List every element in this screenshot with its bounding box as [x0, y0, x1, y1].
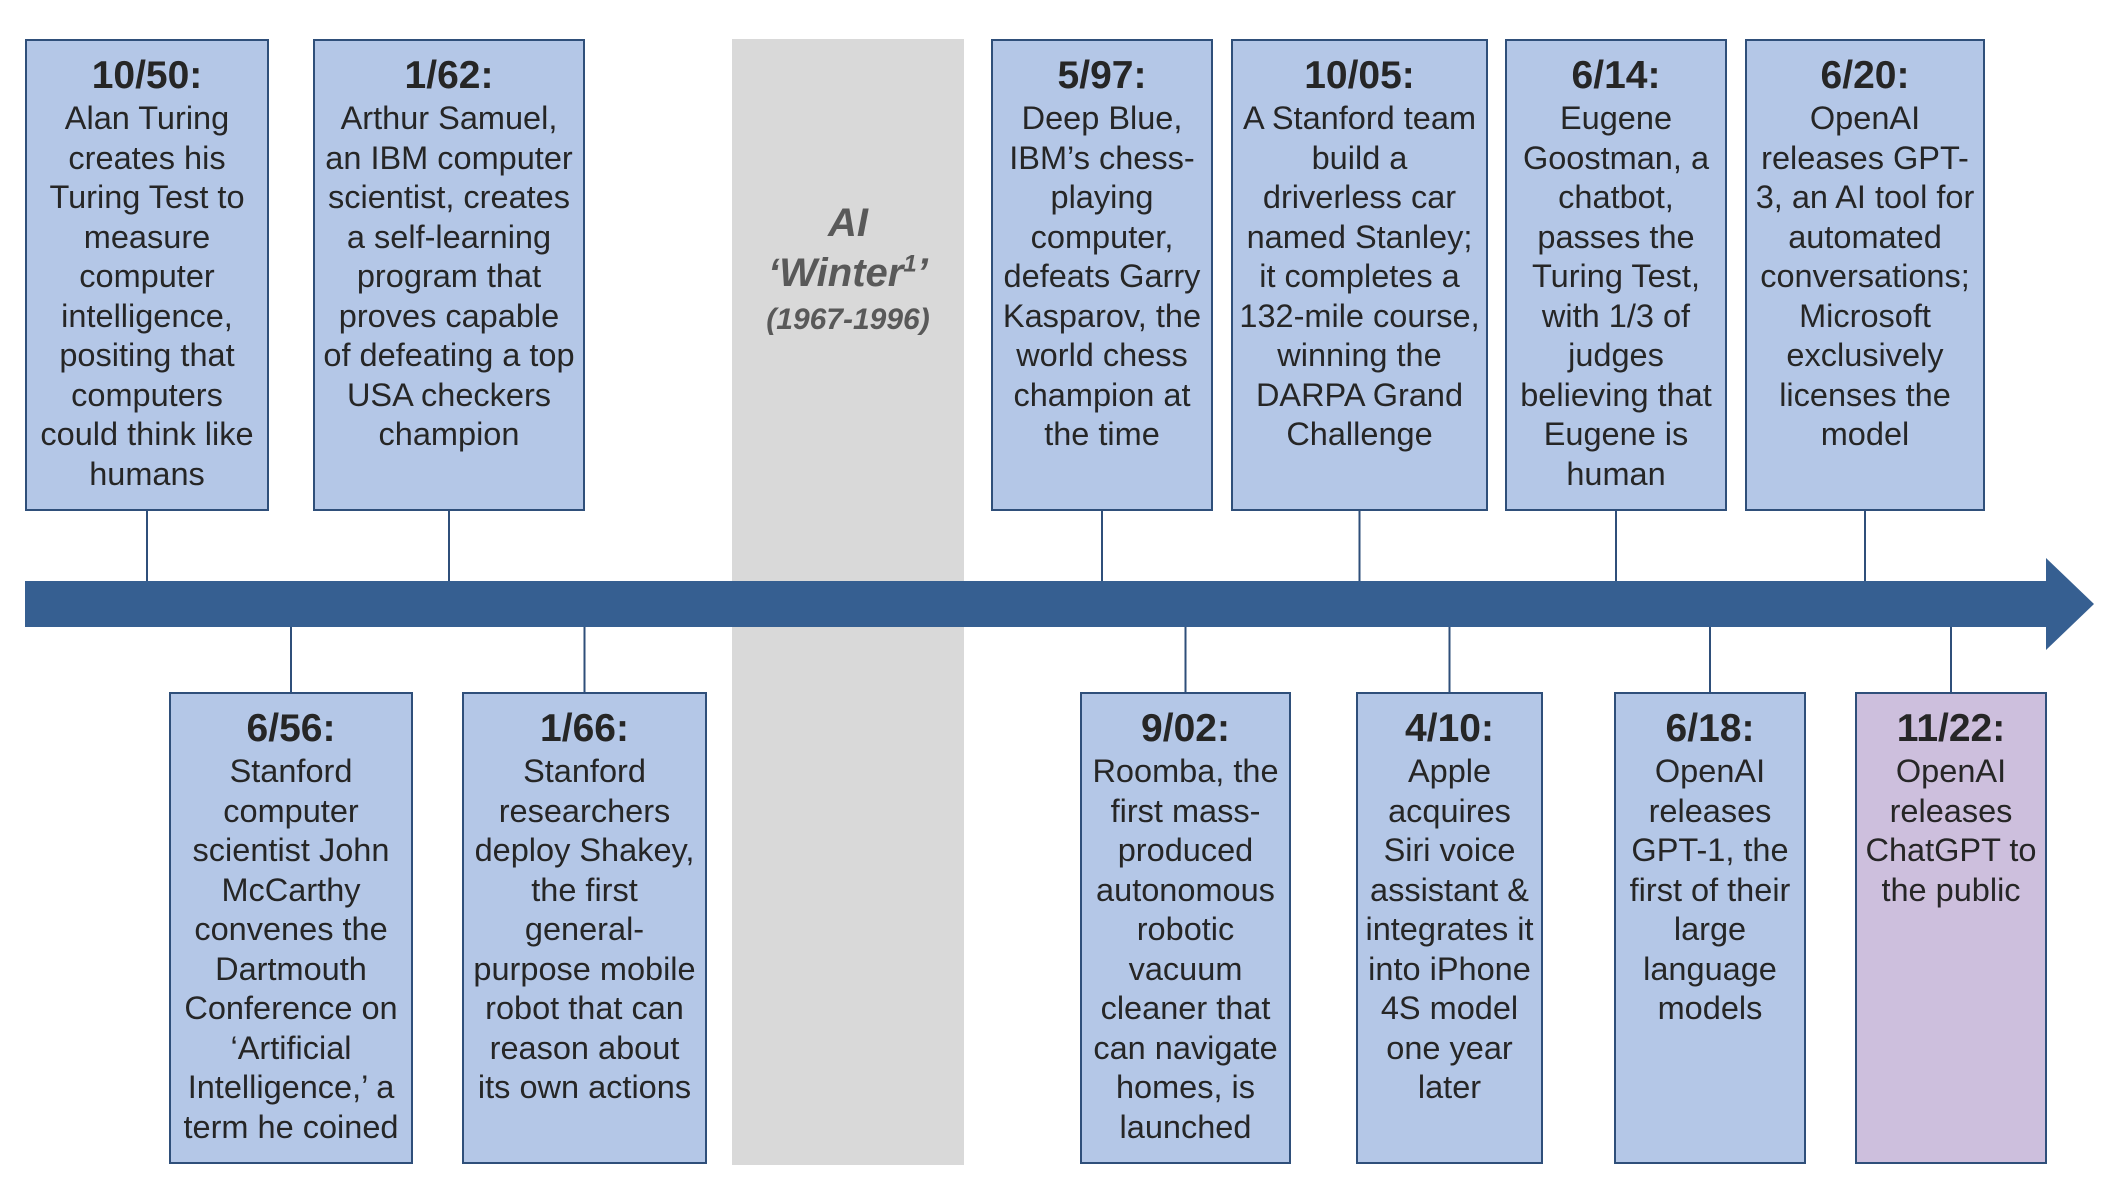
event-box-1: 10/50:Alan Turing creates his Turing Tes…: [25, 39, 269, 511]
event-date: 6/14:: [1571, 54, 1661, 97]
event-box-9: 6/14:Eugene Goostman, a chatbot, passes …: [1505, 39, 1727, 511]
event-date: 9/02:: [1141, 707, 1230, 750]
event-box-6: 9/02:Roomba, the first mass-produced aut…: [1080, 692, 1291, 1164]
event-date: 1/66:: [540, 707, 629, 750]
timeline-arrow-head: [2046, 558, 2094, 650]
event-box-8: 4/10:Apple acquires Siri voice assistant…: [1356, 692, 1543, 1164]
connector-lines: [146, 511, 1952, 692]
ai-winter-label: AI ‘Winter1’ (1967-1996): [732, 198, 964, 342]
event-description: OpenAI releases GPT-1, the first of thei…: [1629, 753, 1791, 1026]
event-description: Alan Turing creates his Turing Test to m…: [40, 100, 254, 492]
event-description: A Stanford team build a driverless car n…: [1239, 100, 1480, 452]
event-box-12: 11/22:OpenAI releases ChatGPT to the pub…: [1855, 692, 2047, 1164]
ai-winter-range: (1967-1996): [766, 303, 930, 336]
event-description: Apple acquires Siri voice assistant & in…: [1365, 753, 1534, 1105]
event-date: 6/56:: [246, 707, 336, 750]
event-description: OpenAI releases GPT-3, an AI tool for au…: [1755, 100, 1975, 452]
event-date: 1/62:: [404, 54, 494, 97]
event-date: 11/22:: [1896, 707, 2006, 750]
ai-winter-quote-close: ’: [916, 251, 928, 295]
event-description: Stanford researchers deploy Shakey, the …: [473, 753, 696, 1105]
event-date: 10/50:: [91, 54, 203, 97]
event-box-2: 6/56:Stanford computer scientist John Mc…: [169, 692, 413, 1164]
event-box-3: 1/62:Arthur Samuel, an IBM computer scie…: [313, 39, 585, 511]
event-description: Stanford computer scientist John McCarth…: [183, 753, 399, 1145]
event-box-5: 5/97:Deep Blue, IBM’s chess-playing comp…: [991, 39, 1213, 511]
event-date: 4/10:: [1405, 707, 1494, 750]
event-date: 6/20:: [1820, 54, 1910, 97]
event-description: Eugene Goostman, a chatbot, passes the T…: [1520, 100, 1712, 492]
event-box-11: 6/20:OpenAI releases GPT-3, an AI tool f…: [1745, 39, 1985, 511]
event-box-10: 6/18:OpenAI releases GPT-1, the first of…: [1614, 692, 1806, 1164]
ai-winter-word: ‘Winter: [768, 251, 904, 295]
ai-winter-footnote: 1: [903, 250, 917, 278]
event-box-7: 10/05:A Stanford team build a driverless…: [1231, 39, 1488, 511]
event-description: Roomba, the first mass-produced autonomo…: [1092, 753, 1279, 1145]
event-description: OpenAI releases ChatGPT to the public: [1865, 753, 2037, 908]
event-date: 10/05:: [1304, 54, 1415, 97]
event-description: Arthur Samuel, an IBM computer scientist…: [323, 100, 575, 452]
event-date: 6/18:: [1665, 707, 1755, 750]
ai-winter-title: AI ‘Winter1’: [732, 198, 964, 298]
event-date: 5/97:: [1057, 54, 1147, 97]
event-box-4: 1/66:Stanford researchers deploy Shakey,…: [462, 692, 707, 1164]
timeline-arrow-shaft: [25, 581, 2047, 627]
ai-winter-title-ai: AI: [828, 201, 868, 245]
event-description: Deep Blue, IBM’s chess-playing computer,…: [1002, 100, 1202, 452]
